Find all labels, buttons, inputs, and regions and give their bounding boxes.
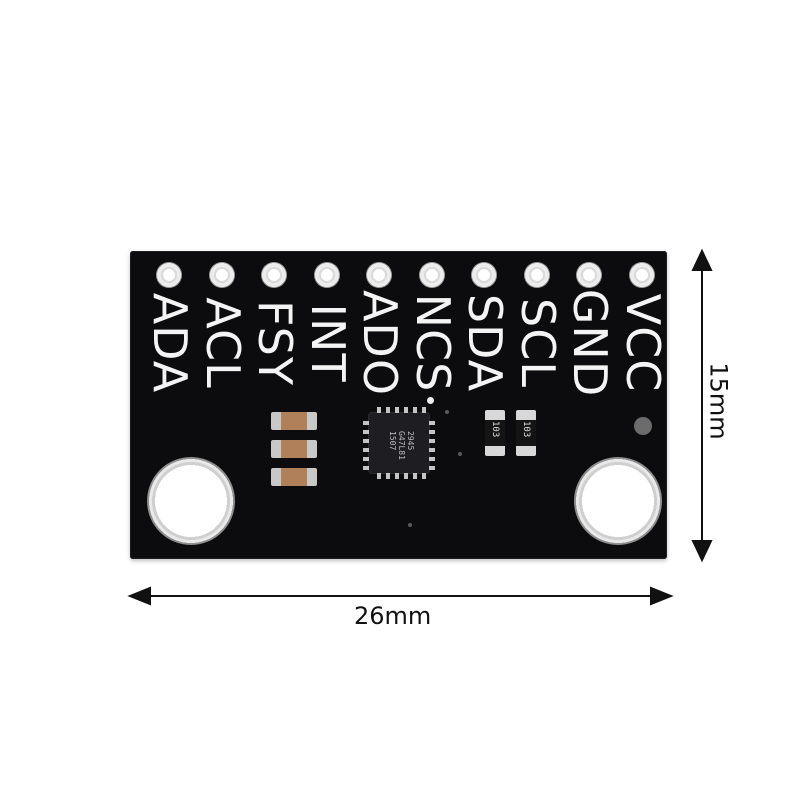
resistor-2: 103 [516, 410, 536, 456]
resistor-1: 103 [485, 410, 505, 456]
chip-lead [363, 448, 369, 452]
pin-pad-acl [209, 262, 235, 288]
pin-pad-ada [156, 262, 182, 288]
pin-pad-sda [471, 262, 497, 288]
chip-lead [429, 439, 435, 443]
mounting-hole-right [574, 457, 662, 545]
mounting-hole-left [147, 457, 235, 545]
pin-pad-scl [524, 262, 550, 288]
pin-pad-ncs [419, 262, 445, 288]
height-dimension-label: 15mm [704, 362, 733, 440]
chip-lead [422, 407, 426, 413]
chip-lead [395, 473, 399, 479]
pin-pad-vcc [629, 262, 655, 288]
chip-lead [413, 473, 417, 479]
chip-lead [429, 466, 435, 470]
width-arrow [127, 586, 674, 606]
capacitor-2 [271, 440, 317, 458]
chip-lead [413, 407, 417, 413]
chip-lead [363, 421, 369, 425]
pin-pad-fsy [261, 262, 287, 288]
chip-lead [363, 439, 369, 443]
chip-lead [429, 430, 435, 434]
chip-lead [386, 473, 390, 479]
chip-lead [429, 448, 435, 452]
chip-lead [429, 457, 435, 461]
capacitor-1 [271, 412, 317, 430]
chip-lead [404, 407, 408, 413]
pin1-marker-dot [427, 397, 434, 404]
chip-lead [404, 473, 408, 479]
chip-lead [377, 473, 381, 479]
chip-lead [363, 457, 369, 461]
pin-pad-int [314, 262, 340, 288]
via-1 [634, 417, 652, 435]
via-2 [458, 452, 462, 456]
chip-lead [422, 473, 426, 479]
chip-lead [363, 430, 369, 434]
via-3 [408, 523, 412, 527]
chip-lead [386, 407, 390, 413]
capacitor-3 [271, 468, 317, 486]
chip-lead [363, 466, 369, 470]
chip-lead [395, 407, 399, 413]
height-arrow [691, 248, 713, 563]
pin-pad-ado [366, 262, 392, 288]
via-4 [445, 410, 449, 414]
pin-pad-gnd [576, 262, 602, 288]
ic-chip: 2945 G47L81 1507 [369, 413, 429, 473]
chip-lead [429, 421, 435, 425]
chip-lead [377, 407, 381, 413]
width-dimension-label: 26mm [354, 602, 432, 630]
